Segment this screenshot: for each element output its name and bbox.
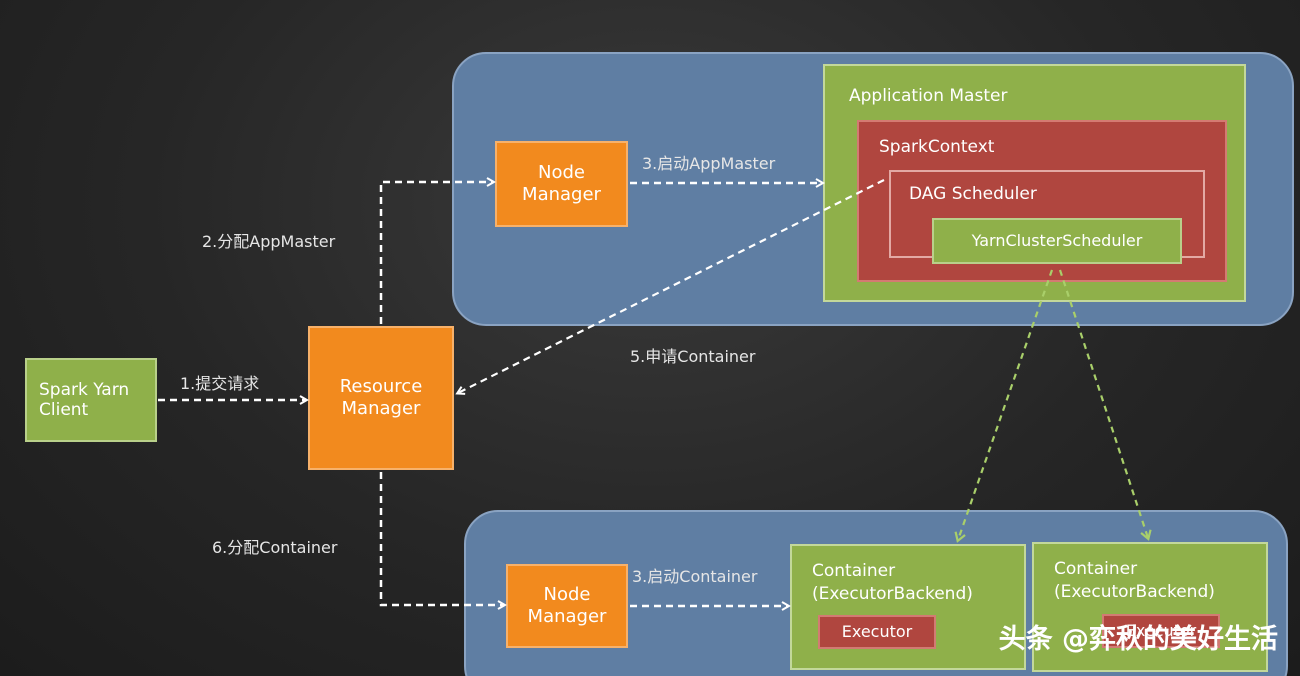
container-1-title: Container (ExecutorBackend) <box>812 561 973 604</box>
executor-1-label: Executor <box>841 622 913 642</box>
resource-manager-label: Resource Manager <box>339 376 423 419</box>
container-2: Container (ExecutorBackend) <box>1032 542 1268 672</box>
label-launch-am: 3.启动AppMaster <box>642 154 776 173</box>
application-master: Application Master SparkContext DAG Sche… <box>823 64 1246 302</box>
node-manager-top: Node Manager <box>495 141 628 227</box>
node-manager-top-label: Node Manager <box>522 162 601 205</box>
watermark: 头条 @弈秋的美好生活 <box>998 624 1278 655</box>
label-launch-container: 3.启动Container <box>632 567 758 586</box>
label-allocate-am: 2.分配AppMaster <box>202 232 336 251</box>
executor-1: Executor <box>818 615 936 649</box>
label-request-container: 5.申请Container <box>630 347 756 366</box>
spark-context-title: SparkContext <box>879 137 995 157</box>
yarn-cluster-scheduler-label: YarnClusterScheduler <box>971 231 1143 251</box>
node-manager-bottom: Node Manager <box>506 564 628 648</box>
label-allocate-container: 6.分配Container <box>212 538 338 557</box>
spark-yarn-client: Spark Yarn Client <box>25 358 157 442</box>
node-manager-bottom-label: Node Manager <box>527 584 607 627</box>
dag-scheduler-title: DAG Scheduler <box>909 184 1037 204</box>
container-1: Container (ExecutorBackend) <box>790 544 1026 670</box>
resource-manager: Resource Manager <box>308 326 454 470</box>
label-submit: 1.提交请求 <box>180 374 260 393</box>
yarn-cluster-scheduler: YarnClusterScheduler <box>932 218 1182 264</box>
container-2-title: Container (ExecutorBackend) <box>1054 559 1215 602</box>
executor-2: Executor <box>1102 614 1220 648</box>
application-master-title: Application Master <box>849 86 1008 106</box>
spark-yarn-client-label: Spark Yarn Client <box>39 379 130 420</box>
executor-2-label: Executor <box>1125 621 1197 641</box>
